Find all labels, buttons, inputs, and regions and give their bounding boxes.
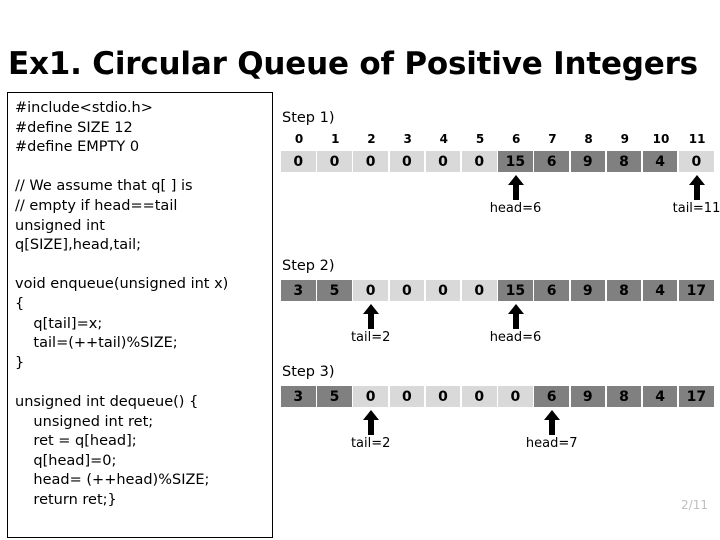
step-label: Step 3) [282, 364, 335, 380]
up-arrow-icon [362, 304, 379, 329]
queue-cell[interactable]: 4 [642, 151, 678, 172]
queue-cell[interactable]: 15 [498, 280, 533, 301]
up-arrow-icon [507, 304, 524, 329]
queue-cell[interactable]: 6 [534, 151, 569, 172]
head-pointer-label: head=7 [525, 436, 578, 451]
array-index-row: 0 1 2 3 4 5 6 7 8 9 10 11 [281, 132, 715, 146]
array-index-label: 11 [688, 132, 706, 146]
queue-cell[interactable]: 6 [534, 280, 569, 301]
queue-cell[interactable]: 0 [353, 151, 388, 172]
page-title: Ex1. Circular Queue of Positive Integers [8, 45, 698, 82]
up-arrow-icon [543, 410, 560, 435]
tail-pointer-label: tail=11 [672, 201, 720, 216]
array-index-label: 9 [620, 132, 629, 146]
queue-cell[interactable]: 0 [389, 280, 425, 301]
array-index-label: 7 [548, 132, 557, 146]
head-pointer-label: head=6 [489, 330, 542, 345]
array-index-label: 3 [403, 132, 412, 146]
queue-cell[interactable]: 0 [425, 280, 461, 301]
head-pointer-label: head=6 [489, 201, 542, 216]
queue-cell[interactable]: 9 [570, 386, 606, 407]
queue-cell[interactable]: 0 [461, 280, 497, 301]
array-index-label: 6 [512, 132, 521, 146]
array-index-label: 8 [584, 132, 593, 146]
code-listing-text: #include<stdio.h> #define SIZE 12 #defin… [15, 100, 229, 508]
queue-cell[interactable]: 0 [281, 151, 316, 172]
queue-cell[interactable]: 0 [679, 151, 714, 172]
queue-cell[interactable]: 15 [498, 151, 533, 172]
tail-pointer: tail=2 [326, 410, 416, 451]
queue-cell[interactable]: 0 [461, 386, 497, 407]
step-label: Step 1) [282, 110, 335, 126]
tail-pointer: tail=2 [326, 304, 416, 345]
page-number: 2/11 [681, 498, 708, 512]
queue-cell[interactable]: 3 [281, 280, 316, 301]
array-index-label: 0 [294, 132, 304, 146]
queue-cell[interactable]: 4 [642, 280, 678, 301]
queue-cell[interactable]: 0 [498, 386, 533, 407]
tail-pointer: tail=11 [652, 175, 720, 216]
array-index-label: 10 [652, 132, 670, 146]
array-index-label: 2 [367, 132, 376, 146]
tail-pointer-label: tail=2 [350, 436, 391, 451]
tail-pointer-label: tail=2 [350, 330, 391, 345]
queue-cell[interactable]: 0 [389, 386, 425, 407]
queue-cell[interactable]: 8 [606, 151, 642, 172]
queue-cell[interactable]: 5 [317, 280, 352, 301]
queue-cell[interactable]: 8 [606, 386, 642, 407]
queue-cell[interactable]: 9 [570, 280, 606, 301]
queue-cell[interactable]: 17 [679, 280, 714, 301]
queue-cell[interactable]: 0 [461, 151, 497, 172]
queue-cell[interactable]: 0 [389, 151, 425, 172]
head-pointer: head=7 [507, 410, 597, 451]
queue-cell[interactable]: 9 [570, 151, 606, 172]
array-index-label: 5 [475, 132, 485, 146]
array-index-label: 4 [439, 132, 449, 146]
queue-cell[interactable]: 5 [317, 386, 352, 407]
queue-cell[interactable]: 17 [679, 386, 714, 407]
queue-cell[interactable]: 4 [642, 386, 678, 407]
head-pointer: head=6 [471, 175, 561, 216]
queue-cell[interactable]: 0 [425, 386, 461, 407]
up-arrow-icon [362, 410, 379, 435]
queue-cell[interactable]: 0 [353, 386, 388, 407]
queue-cell[interactable]: 3 [281, 386, 316, 407]
queue-cell[interactable]: 0 [353, 280, 388, 301]
queue-cell[interactable]: 0 [317, 151, 352, 172]
up-arrow-icon [507, 175, 524, 200]
array-index-label: 1 [331, 132, 340, 146]
up-arrow-icon [688, 175, 705, 200]
queue-cell[interactable]: 6 [534, 386, 569, 407]
head-pointer: head=6 [471, 304, 561, 345]
queue-cell[interactable]: 0 [425, 151, 461, 172]
queue-cell[interactable]: 8 [606, 280, 642, 301]
code-listing-box: #include<stdio.h> #define SIZE 12 #defin… [7, 92, 273, 538]
step-label: Step 2) [282, 258, 335, 274]
